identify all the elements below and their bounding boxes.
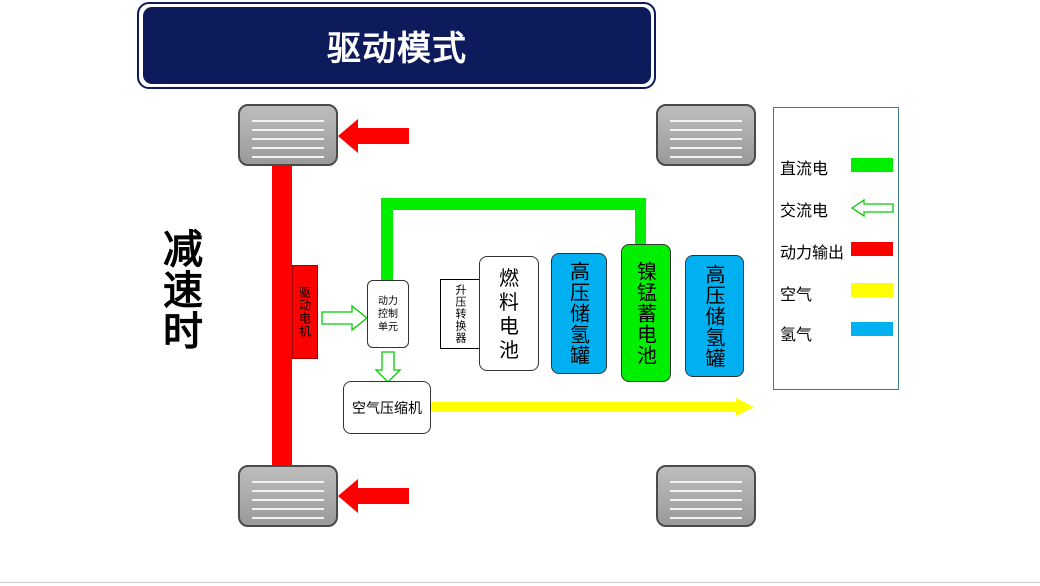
hydrogen-tank-left: 高压储氢罐 bbox=[551, 253, 607, 374]
power-control-unit-box: 动力控制单元 bbox=[367, 280, 409, 348]
side-label: 减速时 bbox=[156, 228, 202, 351]
rear-left-wheel bbox=[238, 465, 338, 527]
legend-hydrogen-label: 氢气 bbox=[780, 325, 813, 344]
hydrogen-tank-right: 高压储氢罐 bbox=[685, 255, 744, 377]
front-left-wheel bbox=[238, 104, 338, 166]
bottom-divider bbox=[0, 582, 1040, 583]
ac-arrow-vertical bbox=[374, 351, 402, 383]
legend-dc-label: 直流电 bbox=[780, 159, 829, 178]
rear-right-wheel bbox=[656, 465, 756, 527]
page-title: 驱动模式 bbox=[143, 7, 651, 84]
rear-wheel-power-arrow bbox=[338, 479, 409, 513]
legend-dc-swatch bbox=[851, 158, 893, 172]
legend-hydrogen-swatch bbox=[851, 322, 893, 336]
drive-motor-box: 驱动电机 bbox=[292, 265, 318, 359]
air-compressor-label: 空气压缩机 bbox=[352, 400, 422, 417]
nimh-battery-label: 镍锰蓄电池 bbox=[633, 260, 658, 366]
power-control-unit-label: 动力控制单元 bbox=[378, 295, 398, 333]
air-arrow-head bbox=[736, 398, 754, 416]
legend-air-swatch bbox=[851, 283, 893, 297]
front-right-wheel bbox=[656, 104, 756, 166]
nimh-battery: 镍锰蓄电池 bbox=[621, 244, 671, 382]
legend-power-swatch bbox=[851, 242, 893, 256]
legend-ac-hollow-arrow-icon bbox=[850, 198, 894, 218]
legend-air-label: 空气 bbox=[780, 285, 813, 304]
boost-converter-box: 升压转换器 bbox=[440, 279, 480, 349]
hydrogen-tank-right-label: 高压储氢罐 bbox=[702, 263, 726, 369]
legend-power-label: 动力输出 bbox=[780, 243, 845, 262]
ac-arrow-horizontal bbox=[321, 304, 369, 332]
legend-ac-label: 交流电 bbox=[780, 201, 829, 220]
drive-motor-label: 驱动电机 bbox=[297, 286, 312, 338]
boost-converter-label: 升压转换器 bbox=[454, 284, 467, 344]
fuel-cell-label: 燃料电池 bbox=[499, 265, 519, 362]
front-wheel-power-arrow bbox=[338, 119, 409, 153]
hydrogen-tank-left-label: 高压储氢罐 bbox=[566, 261, 591, 366]
air-line bbox=[431, 402, 736, 412]
dc-current-path bbox=[381, 198, 646, 282]
power-axle bbox=[272, 160, 292, 472]
fuel-cell-box: 燃料电池 bbox=[479, 256, 539, 371]
air-compressor-box: 空气压缩机 bbox=[343, 381, 431, 434]
